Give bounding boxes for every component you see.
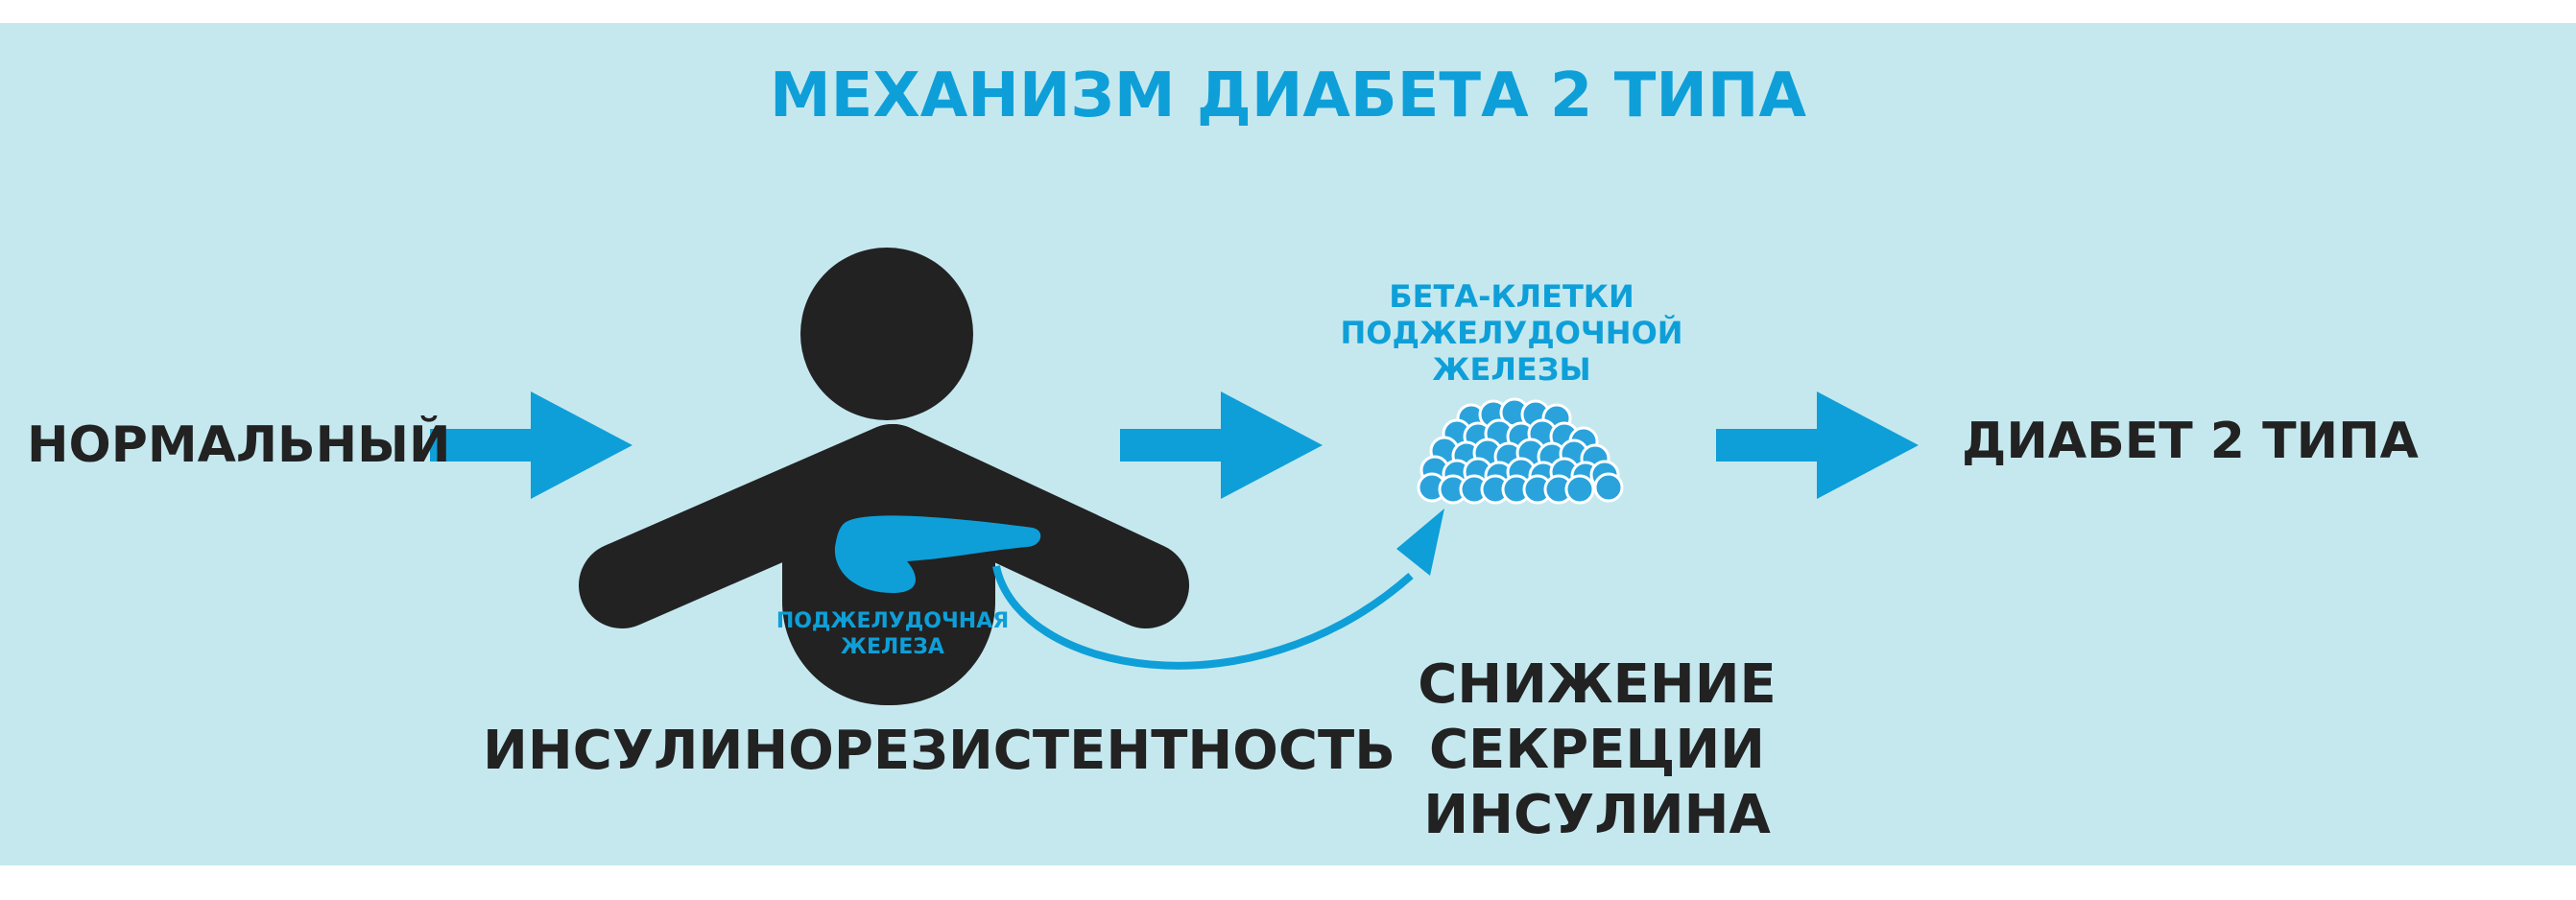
pancreas-icon — [834, 515, 1041, 593]
label-secretion-decrease: СНИЖЕНИЕ СЕКРЕЦИИ ИНСУЛИНА — [1418, 653, 1777, 846]
arrow-right-icon — [1716, 391, 1919, 499]
label-pancreas: ПОДЖЕЛУДОЧНАЯ ЖЕЛЕЗА — [775, 609, 1010, 659]
arrow-right-icon — [430, 391, 632, 499]
curved-arrow-icon — [992, 509, 1444, 670]
label-normal: НОРМАЛЬНЫЙ — [27, 416, 451, 474]
label-insulin-resistance: ИНСУЛИНОРЕЗИСТЕНТНОСТЬ — [483, 720, 1395, 782]
arrow-right-icon — [1120, 391, 1323, 499]
diagram-title: МЕХАНИЗМ ДИАБЕТА 2 ТИПА — [769, 60, 1807, 131]
beta-cells-icon — [1417, 397, 1624, 505]
label-diabetes: ДИАБЕТ 2 ТИПА — [1962, 413, 2419, 470]
label-beta-cells: БЕТА-КЛЕТКИ ПОДЖЕЛУДОЧНОЙ ЖЕЛЕЗЫ — [1340, 278, 1683, 388]
